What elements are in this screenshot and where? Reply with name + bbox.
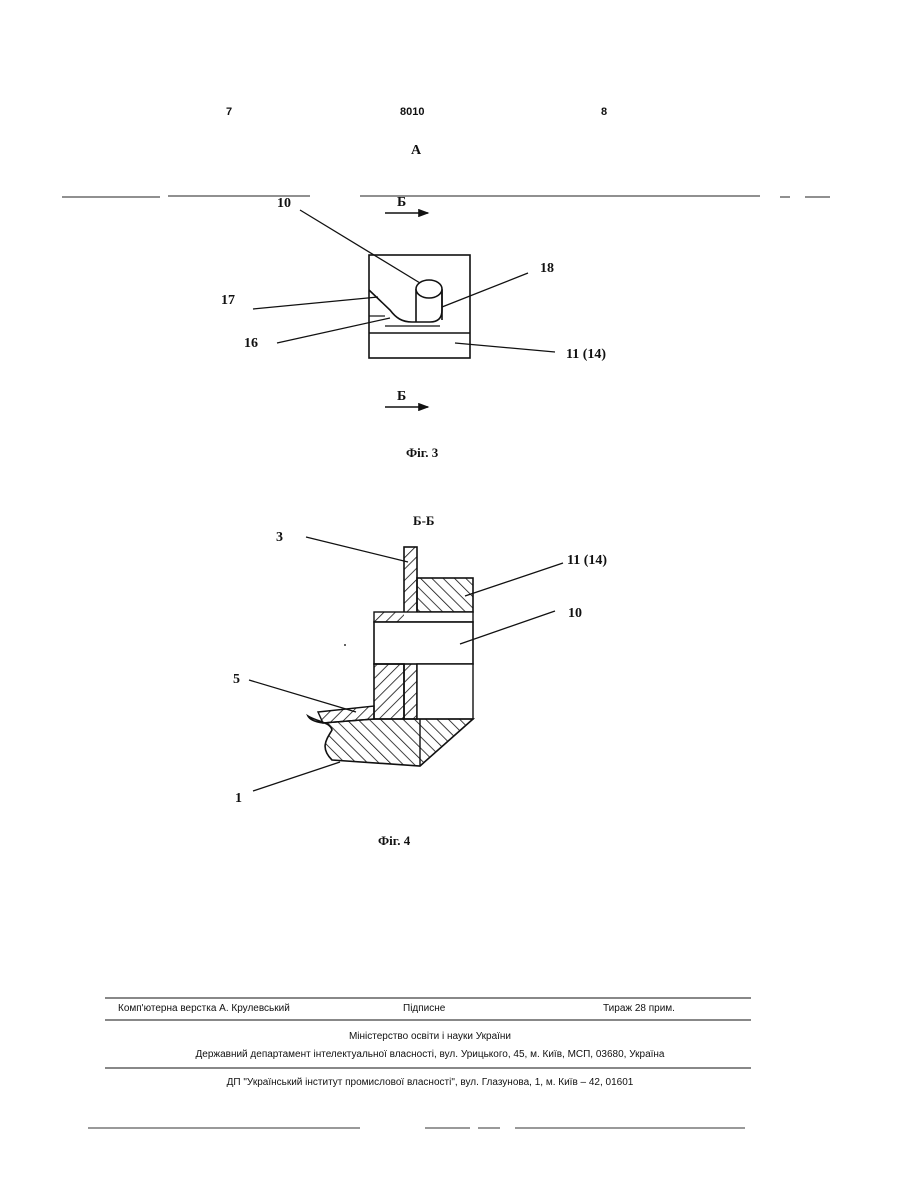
footer-institute: ДП "Український інститут промислової вла… [0,1077,860,1088]
footer-layout-credit: Комп'ютерна верстка А. Крулевський [118,1003,290,1014]
footer-department: Державний департамент інтелектуальної вл… [0,1049,860,1060]
footer-ministry: Міністерство освіти і науки України [0,1031,860,1042]
footer-circulation: Тираж 28 прим. [603,1003,675,1014]
footer-subscription: Підписне [403,1003,445,1014]
